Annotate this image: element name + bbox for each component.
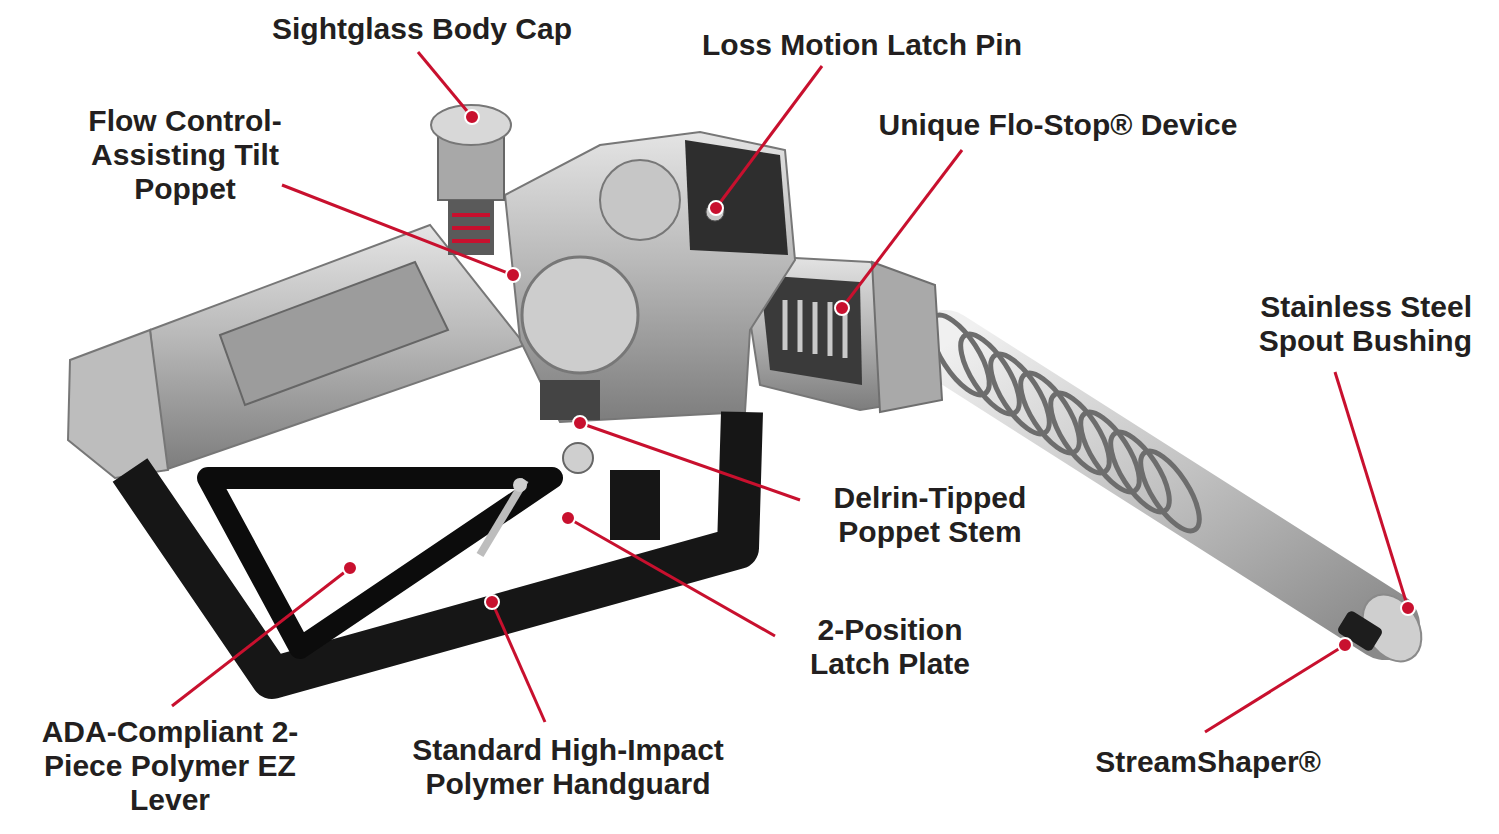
leader-line: [568, 518, 775, 636]
leader-dot: [561, 511, 575, 525]
handle-cutaway: [220, 262, 448, 405]
part-label: StreamShaper®: [1068, 745, 1348, 779]
main-body: [505, 132, 795, 422]
streamshaper-slot: [1336, 609, 1384, 652]
part-label: Loss Motion Latch Pin: [662, 28, 1062, 62]
pivot: [563, 443, 593, 473]
leader-dot: [573, 416, 587, 430]
part-label: ADA-Compliant 2-Piece Polymer EZ Lever: [30, 715, 310, 817]
part-label: Sightglass Body Cap: [242, 12, 602, 46]
part-label: 2-Position Latch Plate: [785, 613, 995, 681]
spout-collar: [872, 262, 942, 412]
sightglass-cap: [431, 105, 511, 145]
leader-line: [418, 52, 472, 117]
part-label: Flow Control- Assisting Tilt Poppet: [60, 104, 310, 206]
leader-line: [282, 185, 513, 275]
leader-line: [716, 66, 822, 208]
nozzle-body: [68, 105, 1433, 678]
leader-line: [172, 568, 350, 706]
inlet-handle: [150, 225, 525, 470]
cap-cutaway: [448, 200, 494, 255]
latch-plate-block: [610, 470, 660, 540]
leader-line: [492, 602, 545, 722]
body-boss: [600, 160, 680, 240]
leader-dot: [506, 268, 520, 282]
latch-cutaway: [685, 140, 788, 255]
inlet-end: [68, 330, 168, 478]
leader-dot: [465, 110, 479, 124]
tilt-poppet-spring: [452, 215, 490, 241]
leader-dot: [709, 201, 723, 215]
leader-dot: [343, 561, 357, 575]
leader-lines: [172, 52, 1408, 732]
part-label: Delrin-Tipped Poppet Stem: [805, 481, 1055, 549]
leader-line: [1335, 372, 1408, 608]
lever-pin: [513, 478, 527, 492]
part-label: Unique Flo-Stop® Device: [838, 108, 1278, 142]
leader-line: [1205, 645, 1345, 732]
leader-dot: [1338, 638, 1352, 652]
body-cover-disc: [522, 257, 638, 373]
leader-dots: [343, 110, 1415, 652]
part-label: Standard High-Impact Polymer Handguard: [373, 733, 763, 801]
leader-dot: [835, 301, 849, 315]
handguard: [130, 412, 742, 678]
leader-line: [580, 423, 800, 500]
poppet-cutaway: [540, 380, 600, 420]
leader-dot: [485, 595, 499, 609]
leader-line: [842, 150, 962, 308]
leader-dot: [1401, 601, 1415, 615]
part-label: Stainless Steel Spout Bushing: [1212, 290, 1472, 358]
